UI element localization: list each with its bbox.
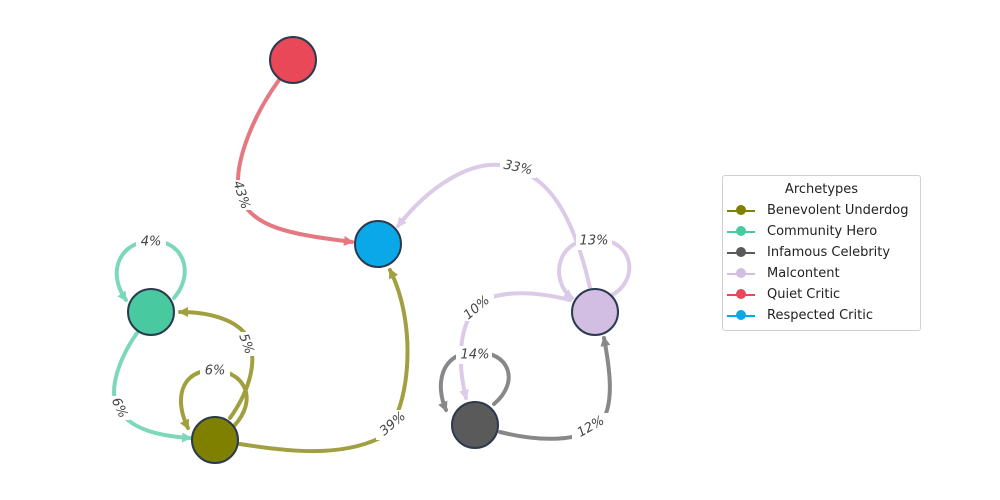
legend-item-respected-critic: Respected Critic	[723, 305, 920, 326]
edge-quiet-critic-to-respected-critic	[236, 78, 354, 246]
node-benevolent-underdog[interactable]	[191, 416, 239, 464]
edge-community-hero-to-benevolent-underdog	[112, 331, 192, 443]
legend: Archetypes Benevolent Underdog Community…	[722, 175, 921, 331]
legend-label: Benevolent Underdog	[767, 203, 909, 218]
node-infamous-celebrity[interactable]	[451, 401, 499, 449]
legend-swatch	[727, 200, 755, 221]
legend-label: Respected Critic	[767, 308, 873, 323]
legend-swatch	[727, 242, 755, 263]
legend-swatch	[727, 305, 755, 326]
legend-item-community-hero: Community Hero	[723, 221, 920, 242]
legend-swatch	[727, 284, 755, 305]
node-respected-critic[interactable]	[354, 220, 402, 268]
legend-label: Community Hero	[767, 224, 878, 239]
node-quiet-critic[interactable]	[269, 36, 317, 84]
edge-label-6-self: 6%	[205, 364, 226, 379]
node-community-hero[interactable]	[127, 288, 175, 336]
legend-item-quiet-critic: Quiet Critic	[723, 284, 920, 305]
legend-item-infamous-celebrity: Infamous Celebrity	[723, 242, 920, 263]
edge-label-13: 13%	[580, 234, 609, 249]
legend-swatch	[727, 221, 755, 242]
edge-label-14: 14%	[461, 348, 490, 363]
node-malcontent[interactable]	[571, 288, 619, 336]
legend-label: Quiet Critic	[767, 287, 841, 302]
legend-title: Archetypes	[784, 182, 859, 197]
edge-label-4: 4%	[141, 235, 162, 250]
legend-label: Malcontent	[767, 266, 840, 281]
legend-swatch	[727, 263, 755, 284]
legend-label: Infamous Celebrity	[767, 245, 891, 260]
legend-item-malcontent: Malcontent	[723, 263, 920, 284]
edge-label-33: 33%	[502, 158, 533, 179]
edge-malcontent-to-respected-critic	[396, 162, 592, 290]
legend-item-benevolent-underdog: Benevolent Underdog	[723, 200, 920, 221]
edge-label-5: 5%	[235, 332, 256, 357]
